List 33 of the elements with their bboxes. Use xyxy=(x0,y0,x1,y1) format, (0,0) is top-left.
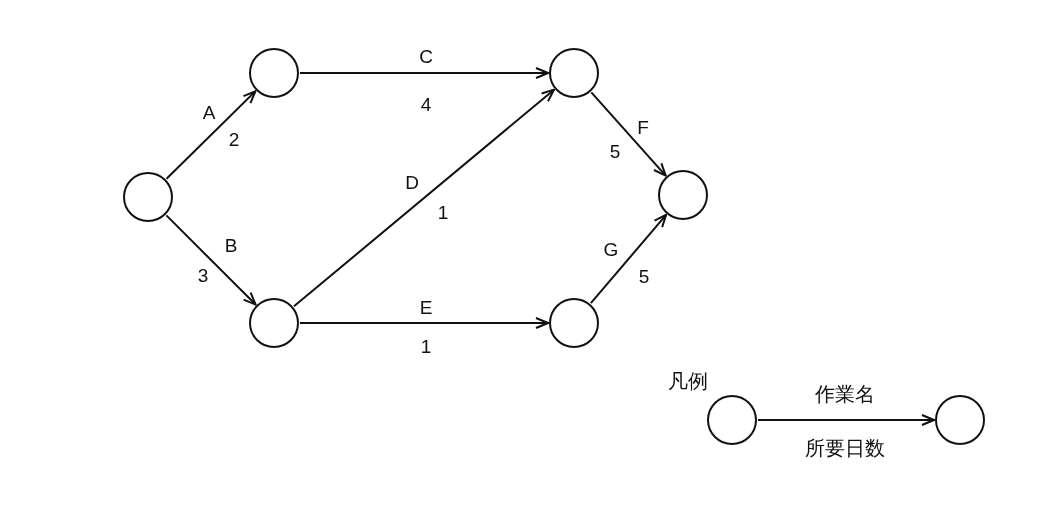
event-circle xyxy=(549,48,599,98)
arrow xyxy=(589,213,668,305)
event-circle xyxy=(249,298,299,348)
duration-label: 2 xyxy=(228,129,240,151)
arrow xyxy=(165,214,257,306)
event-circle xyxy=(935,395,985,445)
edge-label: E xyxy=(419,297,433,319)
edge-label: C xyxy=(419,46,433,68)
duration-label: 1 xyxy=(420,336,432,358)
arrow xyxy=(165,90,257,180)
edge-label: F xyxy=(637,117,649,139)
event-circle xyxy=(123,172,173,222)
event-circle xyxy=(707,395,757,445)
edge-label: D xyxy=(405,172,419,194)
duration-label: 5 xyxy=(609,141,621,163)
edge-label: B xyxy=(224,235,238,257)
edge-label: G xyxy=(603,239,619,261)
arrow xyxy=(590,91,667,177)
event-circle xyxy=(549,298,599,348)
duration-label: 所要日数 xyxy=(805,437,885,459)
edge-label: A xyxy=(202,102,216,124)
event-circle xyxy=(658,170,708,220)
key-title: 凡例 xyxy=(668,370,708,392)
arrow xyxy=(299,67,549,79)
edge-label: 作業名 xyxy=(815,383,875,405)
event-circle xyxy=(249,48,299,98)
duration-label: 3 xyxy=(197,265,209,287)
arrow xyxy=(292,88,556,308)
duration-label: 1 xyxy=(437,202,449,224)
arrow xyxy=(757,414,935,426)
duration-label: 5 xyxy=(638,266,650,288)
duration-label: 4 xyxy=(420,94,432,116)
arrow xyxy=(299,317,549,329)
